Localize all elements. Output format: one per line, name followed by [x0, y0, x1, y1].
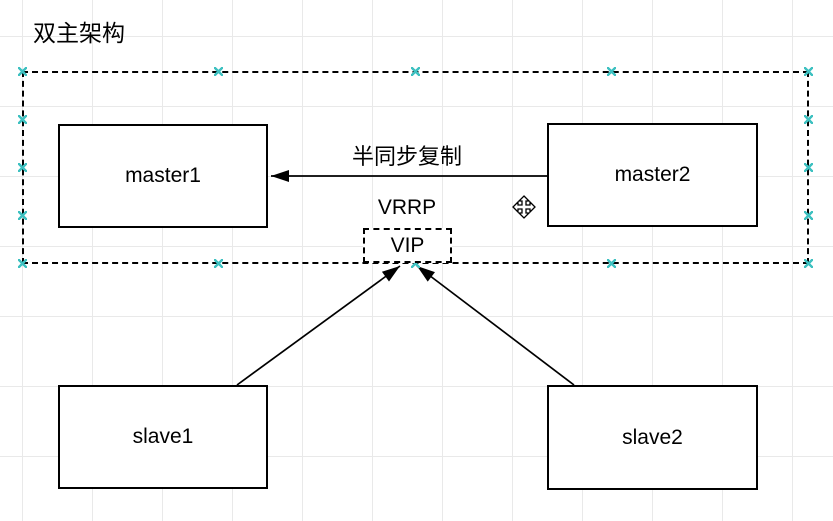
node-slave1[interactable]: slave1: [58, 385, 268, 489]
diagram-title[interactable]: 双主架构: [33, 20, 125, 46]
label-vrrp[interactable]: VRRP: [377, 196, 437, 219]
selection-handle[interactable]: [18, 163, 27, 172]
selection-handle[interactable]: [804, 115, 813, 124]
selection-handle[interactable]: [18, 259, 27, 268]
node-master1-label: master1: [125, 164, 201, 187]
selection-handle[interactable]: [411, 67, 420, 76]
node-master1[interactable]: master1: [58, 124, 268, 228]
selection-handle[interactable]: [804, 163, 813, 172]
selection-handle[interactable]: [18, 67, 27, 76]
selection-handle[interactable]: [411, 259, 420, 268]
move-cursor-icon: [512, 195, 536, 219]
edge-slave2-to-vip[interactable]: [416, 265, 575, 386]
node-vip[interactable]: VIP: [363, 228, 452, 263]
selection-handle[interactable]: [214, 259, 223, 268]
selection-handle[interactable]: [607, 259, 616, 268]
selection-handle[interactable]: [214, 67, 223, 76]
selection-handle[interactable]: [804, 211, 813, 220]
node-slave2-label: slave2: [622, 425, 683, 449]
node-slave1-label: slave1: [132, 425, 194, 448]
selection-handle[interactable]: [804, 259, 813, 268]
selection-handle[interactable]: [804, 67, 813, 76]
edge-slave1-to-vip[interactable]: [236, 265, 401, 386]
selection-handle[interactable]: [607, 67, 616, 76]
node-master2-label: master2: [614, 163, 691, 186]
selection-handle[interactable]: [18, 115, 27, 124]
selection-handle[interactable]: [18, 211, 27, 220]
edge-label-replication[interactable]: 半同步复制: [351, 144, 462, 169]
node-slave2[interactable]: slave2: [547, 385, 758, 490]
node-vip-label: VIP: [390, 233, 425, 257]
node-master2[interactable]: master2: [547, 123, 758, 227]
